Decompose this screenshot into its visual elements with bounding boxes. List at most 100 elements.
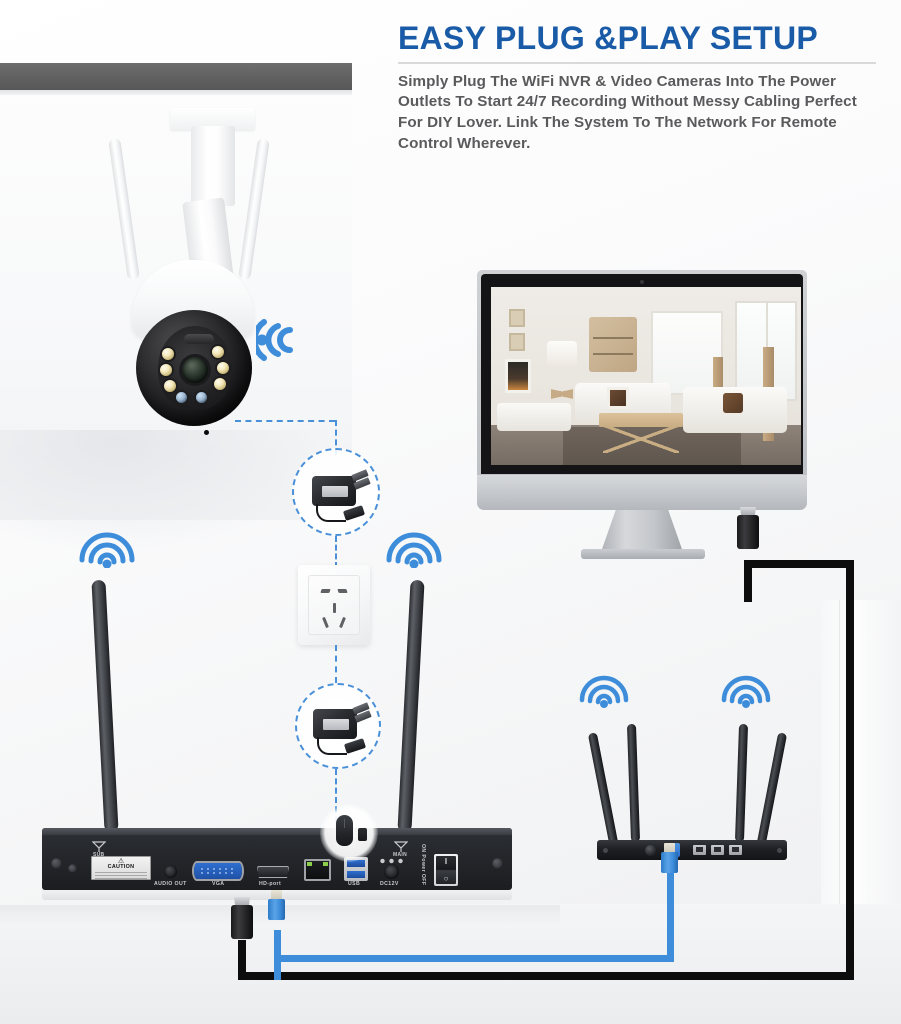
camera-ir-led	[196, 392, 207, 403]
monitor-display	[477, 270, 807, 559]
usb-mouse	[336, 815, 353, 846]
ethernet-cable-router-rise	[667, 865, 674, 962]
monitor-chin	[477, 475, 807, 510]
hdmi-shell	[231, 905, 253, 939]
outlet-angled-slot-left	[322, 616, 329, 629]
scene-lamp-shade	[547, 341, 577, 367]
rj45-connector-router	[661, 843, 678, 873]
nvr-recorder: SUB MAIN ⚠ CAUTION AUDIO OUT VGA HD-port	[42, 579, 512, 906]
camera-led	[160, 364, 172, 376]
port-label-audio-out: AUDIO OUT	[154, 881, 187, 887]
rj45-shell	[661, 852, 678, 873]
power-rocker[interactable]	[436, 856, 456, 884]
outlet-ground-slot	[332, 603, 336, 613]
power-switch-label: ON Power OFF	[420, 844, 426, 886]
router-antenna-2	[626, 723, 641, 843]
hdmi-cable-bottom-run	[238, 972, 854, 980]
antenna-icon-main	[393, 840, 409, 852]
lan-led-right	[323, 862, 328, 866]
adapter-cord	[316, 504, 346, 522]
port-label-dc12v: DC12V	[380, 881, 399, 887]
port-label-hd-port: HD-port	[259, 881, 282, 887]
outlet-angled-slot-right	[339, 616, 346, 629]
port-label-usb: USB	[348, 881, 361, 887]
camera-led	[212, 346, 224, 358]
lan-led-left	[307, 862, 312, 866]
caution-sticker: ⚠ CAUTION	[91, 856, 151, 880]
scene-wall-art-bottom	[509, 333, 525, 351]
page-title: EASY PLUG &PLAY SETUP	[398, 20, 819, 56]
camera-led	[164, 380, 176, 392]
wifi-signal-icon-nvr-main	[385, 528, 443, 568]
scene-fireplace	[505, 359, 531, 393]
camera-arm-upper	[191, 126, 235, 206]
scene-pillow-right	[723, 393, 743, 413]
ceiling-band	[0, 63, 352, 90]
router-power-port[interactable]	[645, 845, 656, 856]
hdmi-cable-monitor-drop	[744, 560, 752, 602]
adapter-label	[322, 486, 348, 497]
nvr-screw-right	[492, 858, 503, 869]
hdmi-port[interactable]	[257, 866, 289, 878]
nvr-antenna-main	[397, 579, 425, 833]
dashed-line-outlet-to-adapter-nvr	[335, 645, 337, 683]
hdmi-cable-right-vertical	[846, 560, 854, 980]
camera-antenna-right	[238, 137, 270, 281]
monitor-screen-frame	[481, 274, 803, 474]
hdmi-cable-nvr-rise	[238, 940, 246, 980]
dc12v-port[interactable]	[384, 864, 399, 879]
ptz-camera	[60, 108, 340, 453]
header-description: Simply Plug The WiFi NVR & Video Cameras…	[398, 72, 857, 152]
nvr-ground-screw	[68, 864, 77, 873]
nvr-screw-left	[51, 858, 62, 869]
router-lan-port-3[interactable]	[729, 845, 742, 855]
outlet-slot-right	[337, 589, 348, 593]
usb-mouse-highlight	[320, 804, 378, 862]
monitor-webcam-dot	[640, 280, 644, 284]
antenna-icon-sub	[91, 840, 107, 852]
usb-mouse-plug	[358, 828, 367, 841]
router-lan-port-1[interactable]	[693, 845, 706, 855]
camera-led	[214, 378, 226, 390]
power-adapter-nvr-circle	[295, 683, 381, 769]
floor-sheen	[0, 430, 330, 550]
wifi-signal-icon-camera	[256, 312, 310, 368]
camera-mount-plate	[170, 108, 255, 130]
outlet-socket	[308, 575, 360, 635]
dashed-line-adapter-to-outlet	[335, 536, 337, 568]
hdmi-tip	[740, 507, 756, 517]
adapter-cord	[317, 737, 347, 755]
hdmi-connector-monitor	[737, 505, 759, 561]
camera-ir-led	[176, 392, 187, 403]
camera-microphone	[204, 430, 209, 435]
rj45-shell	[268, 899, 285, 920]
wifi-router	[585, 700, 800, 865]
router-screw-right	[777, 848, 782, 853]
wifi-signal-icon-nvr-sub	[78, 528, 136, 568]
power-adapter-camera-circle	[292, 448, 380, 536]
dc-polarity-marking	[378, 858, 406, 864]
monitor-screen-content	[491, 287, 801, 465]
title-divider	[398, 61, 876, 64]
dashed-line-camera-horizontal	[235, 420, 335, 422]
vga-port[interactable]	[194, 863, 242, 879]
camera-faceplate	[158, 326, 232, 435]
camera-lens	[182, 357, 208, 383]
ethernet-cable-bottom-run	[274, 955, 674, 962]
lan-port[interactable]	[304, 859, 331, 881]
rj45-clip	[271, 890, 282, 901]
router-lan-port-2[interactable]	[711, 845, 724, 855]
adapter-plug-head	[342, 505, 366, 521]
port-label-vga: VGA	[212, 881, 225, 887]
scene-coffee-table	[599, 413, 683, 427]
hdmi-cable-monitor-right	[744, 560, 854, 568]
audio-out-jack[interactable]	[164, 865, 177, 878]
scene-table-legs	[603, 425, 679, 453]
wifi-signal-icon-router-right	[720, 672, 772, 708]
outlet-slot-left	[320, 589, 331, 593]
wall-power-outlet	[298, 565, 370, 645]
hdmi-connector-nvr	[231, 895, 253, 951]
camera-antenna-left	[108, 137, 140, 281]
power-switch[interactable]	[434, 854, 458, 886]
